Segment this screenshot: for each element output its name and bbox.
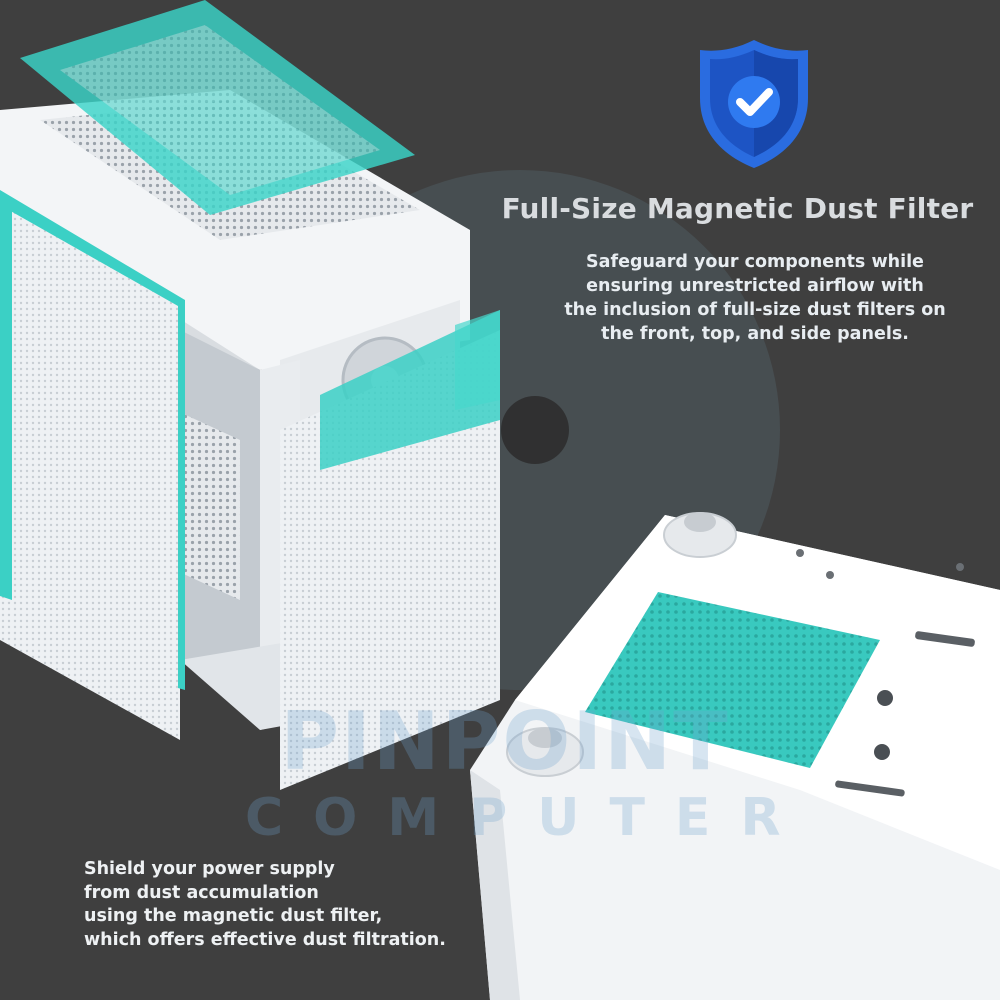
feature-description: Safeguard your components while ensuring… — [550, 250, 960, 346]
psu-dust-filter — [585, 592, 880, 768]
description-line: ensuring unrestricted airflow with — [586, 276, 924, 296]
description-line: from dust accumulation — [84, 882, 319, 903]
watermark-line2: COMPUTER — [245, 788, 811, 848]
description-line: Shield your power supply — [84, 859, 335, 879]
description-line: Safeguard your components while — [586, 252, 924, 272]
description-line: the front, top, and side panels. — [601, 324, 909, 344]
description-line: using the magnetic dust filter, — [84, 906, 383, 926]
watermark-line1: PINPOINT — [280, 695, 730, 788]
shield-check-icon — [700, 40, 808, 168]
description-line: the inclusion of full-size dust filters … — [564, 300, 946, 320]
feature-headline: Full-Size Magnetic Dust Filter — [501, 192, 974, 225]
psu-filter-description: Shield your power supply from dust accum… — [84, 858, 504, 952]
side-mesh-panel — [0, 200, 180, 740]
description-line: which offers effective dust filtration. — [84, 929, 446, 950]
